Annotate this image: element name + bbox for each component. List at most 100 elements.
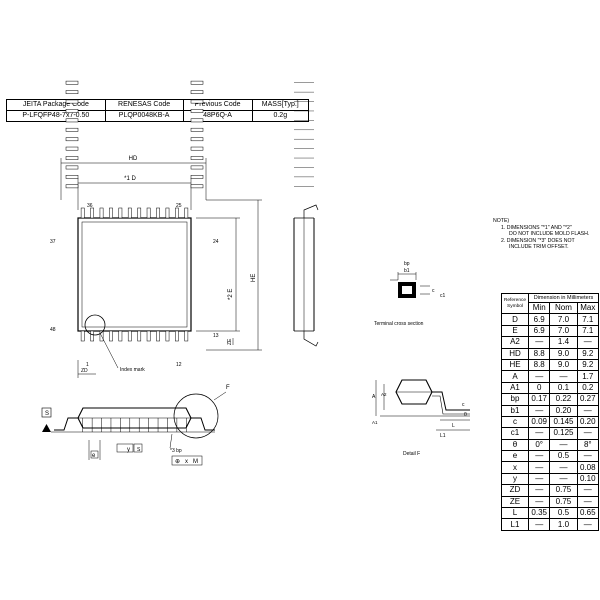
value-renesas: PLQP0048KB-A: [104, 110, 184, 122]
leads-bottom: [80, 330, 189, 342]
lead-top: [156, 207, 160, 219]
note-line-1: 1. DIMENSIONS "*1" AND "*2": [501, 224, 572, 231]
dim-cell-min: —: [527, 518, 551, 531]
lead-right: [190, 80, 204, 85]
lead-top: [137, 207, 142, 219]
dim-cell-nom: —: [549, 370, 578, 383]
dim-cell-max: 0.20: [576, 415, 600, 429]
y-flatness-label: y: [127, 447, 130, 453]
dim-cell-nom: 7.0: [549, 324, 578, 338]
lead-right: [190, 165, 204, 170]
dim-cell-max: —: [576, 484, 600, 497]
dim-cell-sym: c: [501, 415, 529, 429]
dim-group-header: Dimension in Millimeters: [528, 293, 599, 303]
tol-position-symbol: ⊕: [175, 459, 180, 465]
dim-cell-max: 8°: [576, 438, 600, 452]
dim-cell-nom: —: [549, 461, 578, 474]
pin-48-label: 48: [50, 327, 56, 333]
detail-c-label: c: [462, 402, 465, 408]
ref-header-line-2: Symbol: [507, 303, 523, 309]
dim-cell-nom: 0.125: [549, 427, 578, 440]
dim-cell-sym: θ: [501, 438, 529, 452]
dim-cell-sym: c1: [501, 427, 529, 440]
lead-left: [65, 127, 79, 132]
dim-cell-sym: L: [501, 507, 529, 520]
detail-a1-label: A1: [372, 420, 378, 425]
dim-cell-nom: 0.75: [549, 495, 578, 509]
detail-a2-label: A2: [381, 392, 387, 397]
dim-cell-max: 0.08: [576, 461, 600, 474]
ts-bp-label: bp: [404, 261, 410, 267]
dim-cell-nom: 0.5: [549, 450, 578, 463]
pin-24-label: 24: [213, 239, 219, 245]
dim-row-12: e—0.5—: [501, 450, 600, 463]
lead-left: [65, 90, 79, 94]
dim-cell-nom: 0.20: [549, 404, 578, 417]
lead-left: [65, 109, 79, 113]
dim-cell-sym: HE: [501, 358, 529, 372]
dim-cell-nom: 1.4: [549, 336, 578, 349]
lead-left: [65, 99, 79, 104]
lead-right: [190, 175, 204, 179]
dim-cell-max: —: [576, 450, 600, 463]
lead-bottom: [127, 330, 132, 342]
lead-right: [190, 137, 204, 142]
dim-cell-nom: 9.0: [549, 358, 578, 372]
dim-cell-min: —: [527, 336, 551, 349]
dim-row-8: b1—0.20—: [501, 404, 600, 417]
dim-cell-max: 0.2: [576, 381, 600, 395]
dim-cell-min: 0.09: [527, 415, 551, 429]
side-view-right: [293, 82, 319, 347]
pin-12-label: 12: [176, 362, 182, 368]
dim-cell-sym: ZD: [501, 484, 529, 497]
package-code-header-row: JEITA Package Code RENESAS Code Previous…: [6, 99, 310, 111]
leads-right: [190, 80, 204, 189]
dim-cell-sym: ZE: [501, 495, 529, 509]
leads-left: [65, 80, 79, 189]
lead-bottom: [156, 330, 160, 342]
dim-cell-min: 6.9: [527, 313, 551, 326]
dim-d-label: *1 D: [124, 176, 136, 182]
dim-e-label: *2 E: [228, 289, 234, 300]
dim-row-10: c1—0.125—: [501, 427, 600, 440]
dim-he-label: HE: [251, 274, 257, 282]
note-line-2: DO NOT INCLUDE MOLD FLASH.: [509, 231, 590, 238]
dim-cell-nom: 9.0: [549, 347, 578, 360]
dim-cell-sym: E: [501, 324, 529, 338]
tol-m-label: M: [193, 459, 198, 465]
detail-f-ref: F: [226, 385, 230, 391]
lead-right: [190, 109, 204, 113]
value-mass: 0.2g: [251, 110, 310, 122]
notes-block: NOTE) 1. DIMENSIONS "*1" AND "*2" DO NOT…: [493, 218, 598, 251]
dim-cell-nom: 1.0: [549, 518, 578, 531]
lead-bottom: [175, 330, 179, 342]
pitch-e-label: e: [92, 453, 96, 459]
note-line-4: INCLUDE TRIM OFFSET.: [509, 244, 569, 251]
dim-table-header-row-1: Reference Symbol Dimension in Millimeter…: [501, 292, 599, 315]
lead-bottom: [80, 330, 85, 342]
index-mark-circle: [84, 314, 106, 336]
lead-bottom: [184, 330, 189, 342]
lead-top: [146, 207, 151, 219]
lead-top: [109, 207, 113, 219]
pin-13-label: 13: [213, 333, 219, 339]
dim-cell-max: 7.1: [576, 324, 600, 338]
dim-table-header-row-2: Min Nom Max: [502, 301, 600, 315]
lead-left: [65, 137, 79, 142]
lead-top: [90, 207, 94, 219]
y-datum-s: S: [137, 447, 141, 453]
col-max-header: Max: [576, 301, 600, 315]
bp-note-label: *3 bp: [170, 448, 182, 454]
dim-cell-max: —: [576, 404, 600, 417]
dim-cell-min: —: [527, 495, 551, 509]
dim-cell-max: —: [576, 518, 600, 531]
dim-cell-max: 9.2: [576, 358, 600, 372]
dim-cell-sym: b1: [501, 404, 529, 417]
dim-cell-max: 9.2: [576, 347, 600, 360]
detail-l-label: L: [452, 423, 455, 429]
